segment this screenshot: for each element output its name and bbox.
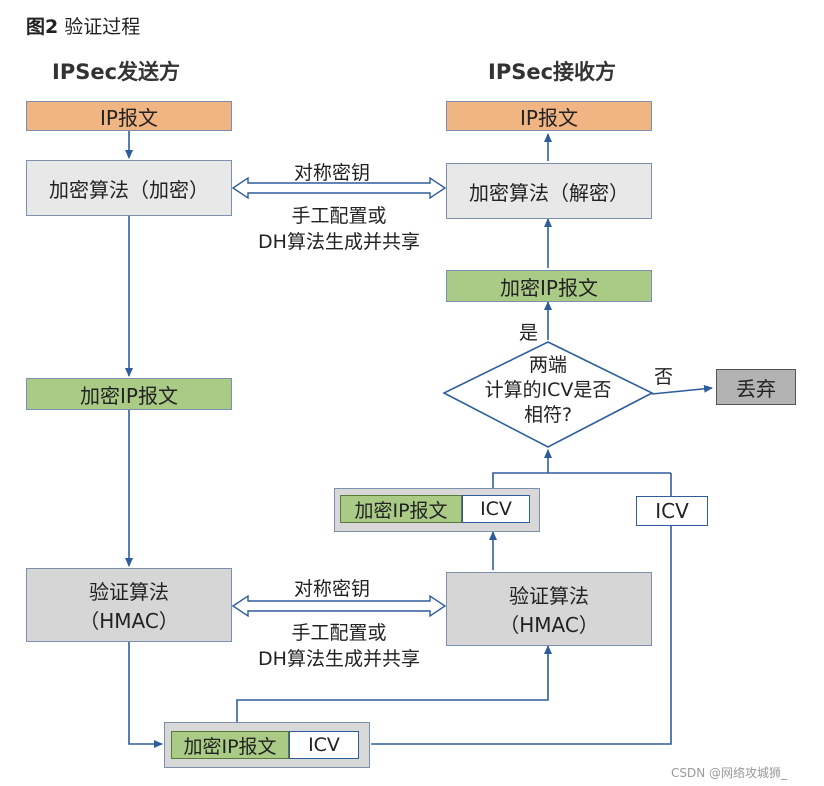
bottom-packet: 加密IP报文 ICV — [164, 722, 370, 768]
line-icv-to-compare — [371, 526, 672, 745]
receiver-encrypted-packet: 加密IP报文 — [446, 270, 652, 302]
arrow-packet-to-r-auth — [236, 645, 552, 730]
bottom-packet-encrypted: 加密IP报文 — [171, 731, 289, 759]
bottom-key-desc-line1: 手工配置或 — [291, 622, 387, 644]
receiver-auth-algo: 验证算法 （HMAC） — [446, 572, 652, 646]
receiver-ip-packet: IP报文 — [446, 101, 652, 131]
decision-line3: 相符? — [523, 404, 573, 426]
sender-heading: IPSec发送方 — [52, 60, 181, 84]
line-middle-packet-to-compare — [492, 472, 671, 488]
sender-auth-algo-line2: （HMAC） — [79, 609, 179, 633]
key-arrow-top — [231, 176, 447, 200]
receiver-heading: IPSec接收方 — [488, 60, 617, 84]
icv-box: ICV — [636, 496, 708, 526]
top-key-desc: 手工配置或 DH算法生成并共享 — [236, 203, 442, 255]
sender-ip-packet: IP报文 — [26, 101, 232, 131]
sender-auth-algo-line1: 验证算法 — [89, 580, 169, 604]
figure-title-text: 验证过程 — [64, 16, 141, 38]
key-arrow-bottom — [231, 594, 447, 618]
decision-line2: 计算的ICV是否 — [484, 379, 612, 401]
decision-no-label: 否 — [654, 366, 674, 388]
receiver-auth-algo-line1: 验证算法 — [509, 584, 589, 608]
decision-diamond — [442, 341, 654, 448]
arrow-decision-to-discard — [651, 384, 713, 395]
top-key-label: 对称密钥 — [294, 162, 371, 184]
bottom-packet-icv: ICV — [289, 731, 359, 759]
figure-title: 图2 验证过程 — [26, 12, 140, 39]
middle-packet: 加密IP报文 ICV — [334, 488, 540, 532]
decision-yes-label: 是 — [519, 322, 539, 344]
receiver-decrypt-algo: 加密算法（解密） — [446, 163, 652, 219]
decision-line1: 两端 — [528, 354, 567, 376]
sender-auth-algo: 验证算法 （HMAC） — [26, 568, 232, 642]
sender-encrypt-algo: 加密算法（加密） — [26, 160, 232, 216]
discard-box: 丢弃 — [716, 369, 796, 405]
top-key-desc-line1: 手工配置或 — [291, 205, 387, 227]
bottom-key-label: 对称密钥 — [294, 578, 371, 600]
bottom-key-desc: 手工配置或 DH算法生成并共享 — [236, 620, 442, 672]
top-key-desc-line2: DH算法生成并共享 — [258, 231, 420, 253]
watermark: CSDN @网络攻城狮_ — [671, 766, 788, 780]
sender-encrypted-packet: 加密IP报文 — [26, 378, 232, 410]
middle-packet-encrypted: 加密IP报文 — [340, 495, 462, 523]
receiver-auth-algo-line2: （HMAC） — [499, 613, 599, 637]
decision-text: 两端 计算的ICV是否 相符? — [474, 353, 622, 428]
figure-title-number: 图2 — [26, 16, 59, 38]
middle-packet-icv: ICV — [462, 495, 530, 523]
bottom-key-desc-line2: DH算法生成并共享 — [258, 648, 420, 670]
arrow-auth-to-bottom-packet — [128, 642, 163, 748]
